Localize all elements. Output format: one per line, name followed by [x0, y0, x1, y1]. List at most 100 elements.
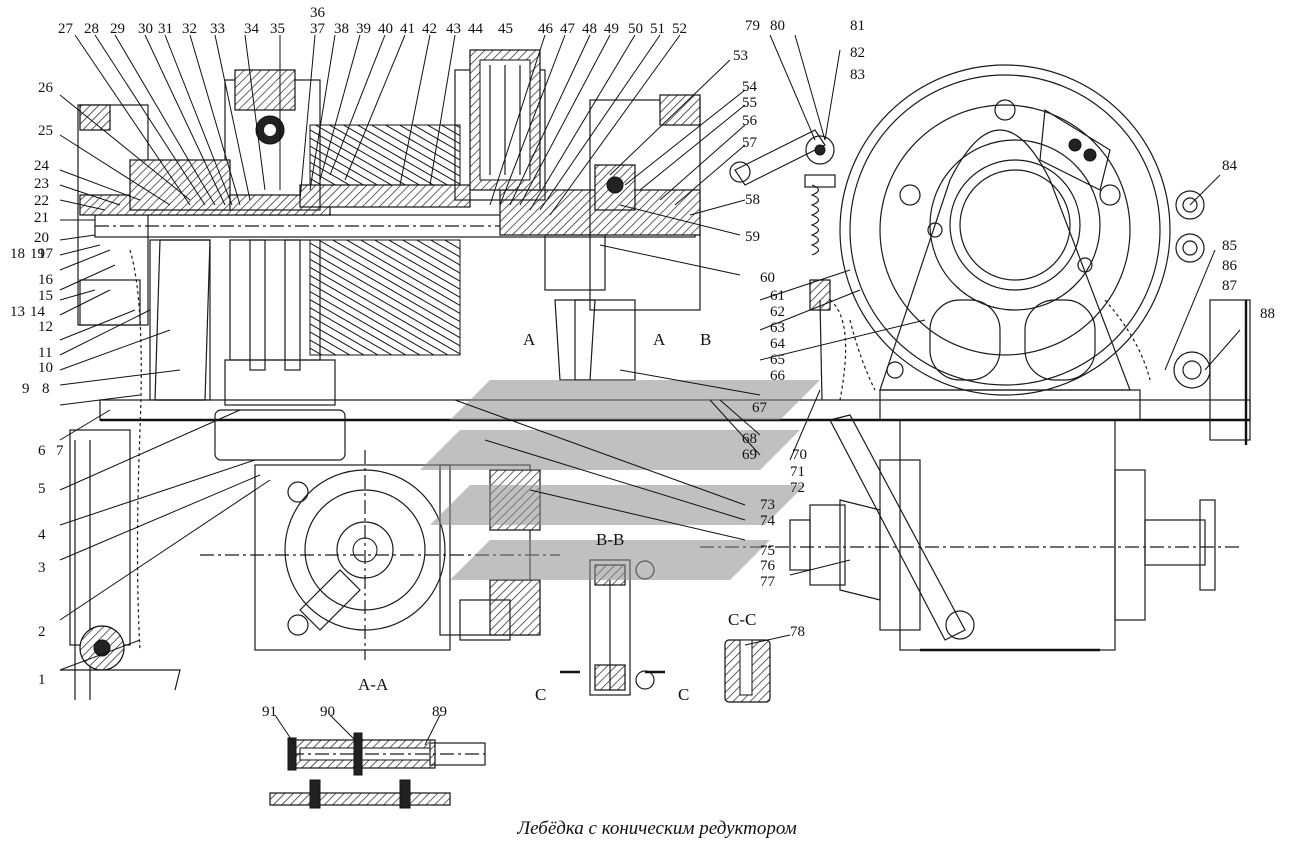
- callout-13: 13: [10, 304, 25, 320]
- callout-73: 73: [760, 497, 775, 513]
- callout-86: 86: [1222, 258, 1238, 274]
- bevel-reducer-housing: [839, 64, 1211, 421]
- callout-6: 6: [38, 443, 46, 459]
- callout-74: 74: [760, 513, 776, 529]
- callout-83: 83: [850, 67, 865, 83]
- cut-mark-a-left: А: [523, 330, 536, 349]
- callout-51: 51: [650, 21, 665, 37]
- callout-80: 80: [770, 18, 785, 34]
- callout-49: 49: [604, 21, 619, 37]
- callout-20: 20: [34, 230, 49, 246]
- left-support: [60, 104, 181, 700]
- callout-36: 36: [310, 5, 326, 21]
- callout-81: 81: [850, 18, 865, 34]
- callout-44: 44: [468, 21, 484, 37]
- callout-90: 90: [320, 704, 335, 720]
- callout-65: 65: [770, 352, 785, 368]
- cut-mark-c-right: С: [678, 685, 689, 704]
- callout-40: 40: [378, 21, 393, 37]
- callout-59: 59: [745, 229, 760, 245]
- section-cc-view: [724, 639, 771, 703]
- callout-11: 11: [38, 345, 52, 361]
- callout-72: 72: [790, 480, 805, 496]
- figure-caption: Лебёдка с коническим редуктором: [517, 818, 797, 839]
- callout-27: 27: [58, 21, 74, 37]
- section-label-cc: С-С: [728, 610, 756, 629]
- leader-lines: [59, 34, 1241, 746]
- section-label-aa: А-А: [358, 675, 389, 694]
- callout-75: 75: [760, 543, 775, 559]
- callout-69: 69: [742, 447, 757, 463]
- callout-39: 39: [356, 21, 371, 37]
- rope-drum: [299, 49, 546, 356]
- brake-lever: [729, 129, 847, 401]
- callout-79: 79: [745, 18, 760, 34]
- callout-50: 50: [628, 21, 643, 37]
- callout-37: 37: [310, 21, 326, 37]
- callout-5: 5: [38, 481, 46, 497]
- callout-45: 45: [498, 21, 513, 37]
- callout-84: 84: [1222, 158, 1238, 174]
- callout-91: 91: [262, 704, 277, 720]
- callout-3: 3: [38, 560, 46, 576]
- callout-60: 60: [760, 270, 775, 286]
- callout-88: 88: [1260, 306, 1275, 322]
- cut-mark-c-left: С: [535, 685, 546, 704]
- callout-30: 30: [138, 21, 153, 37]
- callout-54: 54: [742, 79, 758, 95]
- callout-78: 78: [790, 624, 805, 640]
- callout-29: 29: [110, 21, 125, 37]
- callout-52: 52: [672, 21, 687, 37]
- callout-15: 15: [38, 288, 53, 304]
- callout-71: 71: [790, 464, 805, 480]
- callout-38: 38: [334, 21, 349, 37]
- right-bearing-housing: [544, 94, 701, 381]
- callout-7: 7: [56, 443, 64, 459]
- callout-23: 23: [34, 176, 49, 192]
- callout-22: 22: [34, 193, 49, 209]
- callout-67: 67: [752, 400, 768, 416]
- cut-mark-a-right: А: [653, 330, 666, 349]
- section-label-bb: В-В: [596, 530, 624, 549]
- callout-10: 10: [38, 360, 53, 376]
- watermark-logo: [420, 380, 820, 580]
- callout-17: 17: [38, 246, 54, 262]
- callout-28: 28: [84, 21, 99, 37]
- callout-35: 35: [270, 21, 285, 37]
- callout-1: 1: [38, 672, 46, 688]
- callout-41: 41: [400, 21, 415, 37]
- callout-14: 14: [30, 304, 46, 320]
- callout-46: 46: [538, 21, 554, 37]
- cut-mark-b: В: [700, 330, 711, 349]
- callout-53: 53: [733, 48, 748, 64]
- callout-31: 31: [158, 21, 173, 37]
- callout-19: 19: [30, 246, 45, 262]
- callout-32: 32: [182, 21, 197, 37]
- callout-56: 56: [742, 113, 758, 129]
- callout-12: 12: [38, 319, 53, 335]
- callout-4: 4: [38, 527, 46, 543]
- callout-9: 9: [22, 381, 30, 397]
- callout-57: 57: [742, 135, 758, 151]
- callout-43: 43: [446, 21, 461, 37]
- callout-18: 18: [10, 246, 25, 262]
- callout-48: 48: [582, 21, 597, 37]
- callout-76: 76: [760, 558, 776, 574]
- callout-61: 61: [770, 288, 785, 304]
- callout-16: 16: [38, 272, 54, 288]
- lower-reducer: [700, 414, 1240, 652]
- callout-55: 55: [742, 95, 757, 111]
- callout-64: 64: [770, 336, 786, 352]
- callout-8: 8: [42, 381, 50, 397]
- callout-33: 33: [210, 21, 225, 37]
- callout-70: 70: [792, 447, 807, 463]
- callout-77: 77: [760, 574, 776, 590]
- callout-85: 85: [1222, 238, 1237, 254]
- callout-82: 82: [850, 45, 865, 61]
- callout-25: 25: [38, 123, 53, 139]
- callout-87: 87: [1222, 278, 1238, 294]
- callout-63: 63: [770, 320, 785, 336]
- callout-89: 89: [432, 704, 447, 720]
